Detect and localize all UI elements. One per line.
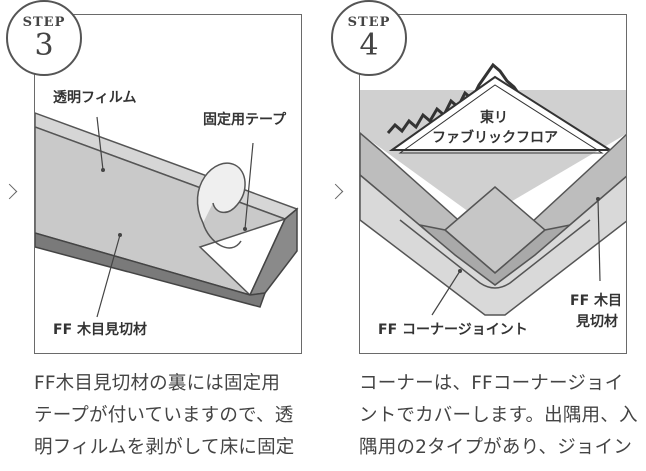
chevron-right-icon (327, 183, 344, 200)
molding-label-line2: 見切材 (574, 311, 620, 331)
molding-label: FF 木目見切材 (51, 319, 150, 339)
description-line: 明フィルムを剥がして床に固定 (34, 437, 295, 458)
step-4-illustration: 東リ ファブリックフロア FF コーナージョイント FF 木目 見切材 (359, 14, 627, 354)
step-3-badge: STEP 3 (6, 0, 82, 76)
chevron-right-icon (1, 183, 18, 200)
step-3-illustration: 透明フィルム 固定用テープ FF 木目見切材 (34, 14, 302, 354)
step-number: 4 (359, 28, 379, 63)
joint-label: FF コーナージョイント (376, 319, 530, 339)
floor-label-line1: 東リ (480, 110, 508, 126)
description-line: ントでカバーします。出隅用、入 (359, 405, 638, 426)
step-4-badge: STEP 4 (331, 0, 407, 76)
floor-label-line2: ファブリックフロア (432, 130, 558, 146)
step-3-description: FF木目見切材の裏には固定用 テープが付いていますので、透 明フィルムを剥がして… (34, 368, 334, 464)
step-4-description: コーナーは、FFコーナージョイ ントでカバーします。出隅用、入 隅用の2タイプが… (359, 368, 646, 464)
description-line: コーナーは、FFコーナージョイ (359, 373, 624, 394)
tape-label: 固定用テープ (201, 109, 289, 129)
description-line: FF木目見切材の裏には固定用 (34, 373, 281, 394)
step-word: STEP (22, 15, 66, 30)
step-word: STEP (347, 15, 391, 30)
description-line: テープが付いていますので、透 (34, 405, 294, 426)
step-number: 3 (34, 28, 54, 63)
molding-label-line1: FF 木目 (568, 290, 625, 310)
description-line: 隅用の2タイプがあり、ジョイン (359, 437, 633, 458)
molding-tape-diagram (35, 112, 299, 318)
film-label: 透明フィルム (51, 87, 139, 107)
